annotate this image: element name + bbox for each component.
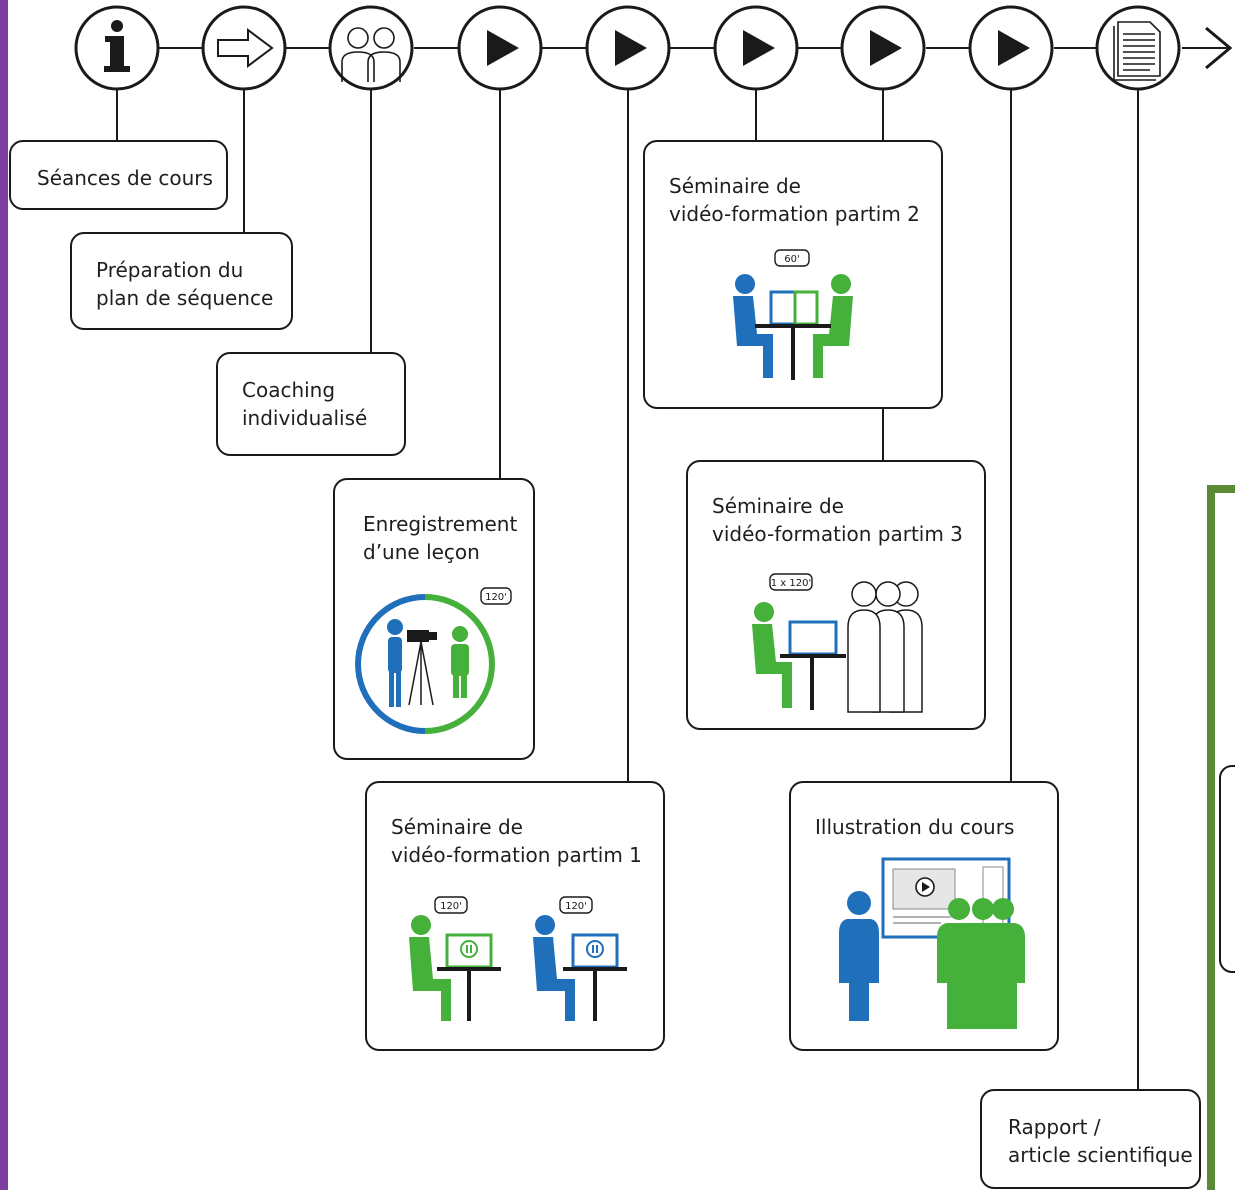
duration-badge — [769, 573, 813, 591]
arrow-right-icon — [217, 28, 274, 68]
step-label: Illustration du cours — [815, 815, 1015, 839]
pair-review-illustration: 60' — [733, 249, 853, 380]
blue-teacher-figure — [839, 891, 879, 1021]
table-leg — [810, 658, 814, 710]
offscreen-box-edge — [1219, 765, 1235, 973]
duration-label: 60' — [784, 254, 799, 265]
step-label-line2: article scientifique — [1008, 1143, 1193, 1167]
left-accent-bar — [0, 0, 8, 1190]
individual-review-illustration: 120' 120' — [409, 896, 627, 1021]
play-icon — [998, 30, 1030, 66]
green-peer-figure — [813, 274, 853, 378]
duration-badge — [434, 896, 468, 914]
step-illustration-du-cours: Illustration du cours — [789, 781, 1059, 1051]
duration-badge — [774, 249, 810, 267]
duration-badge — [480, 587, 512, 605]
duration-label: 120' — [565, 901, 587, 912]
step-label-line1: Séminaire de — [669, 174, 801, 198]
table-leg — [791, 328, 795, 380]
step-label-line1: Séminaire de — [712, 494, 844, 518]
timeline-arrowhead — [1205, 26, 1233, 70]
step-label-line2: vidéo-formation partim 1 — [391, 843, 642, 867]
step-seminaire-partim1: Séminaire de vidéo-formation partim 1 12… — [365, 781, 665, 1051]
step-label-line2: vidéo-formation partim 2 — [669, 202, 920, 226]
class-illustration — [839, 857, 1025, 1029]
step-label-line1: Préparation du — [96, 258, 244, 282]
audience-outline-group — [847, 581, 923, 713]
duration-label: 120' — [485, 592, 507, 603]
step-enregistrement: Enregistrement d’une leçon 120' — [333, 478, 535, 760]
play-icon — [743, 30, 775, 66]
step-preparation: Préparation du plan de séquence — [70, 232, 293, 330]
cycle-arc-blue — [355, 594, 426, 734]
blue-learner-at-laptop — [533, 915, 627, 1021]
play-icons — [487, 30, 1030, 66]
green-frame — [1207, 485, 1235, 1190]
step-label-line2: vidéo-formation partim 3 — [712, 522, 963, 546]
recording-illustration: 120' — [355, 587, 512, 734]
duration-label: 120' — [440, 901, 462, 912]
step-coaching: Coaching individualisé — [216, 352, 406, 456]
cycle-arc-green — [424, 594, 495, 734]
document-icon — [1113, 21, 1161, 81]
step-rapport: Rapport / article scientifique — [980, 1089, 1201, 1189]
people-outline-icon — [341, 27, 401, 82]
laptop-screen — [788, 620, 838, 656]
step-label-line2: d’une leçon — [363, 540, 480, 564]
step-label-line1: Séminaire de — [391, 815, 523, 839]
duration-badge — [559, 896, 593, 914]
green-presenter-figure — [752, 602, 792, 708]
table-top — [755, 324, 831, 328]
play-icon — [487, 30, 519, 66]
step-seminaire-partim3: Séminaire de vidéo-formation partim 3 1 … — [686, 460, 986, 730]
step-label-line1: Coaching — [242, 378, 336, 402]
play-icon — [615, 30, 647, 66]
step-label-line2: individualisé — [242, 406, 368, 430]
play-icon — [870, 30, 902, 66]
camera-operator-figure — [387, 619, 403, 707]
step-label-line1: Enregistrement — [363, 512, 518, 536]
timeline-node-arrow — [201, 5, 287, 91]
camera-icon — [407, 630, 437, 706]
screen-text-lines — [893, 916, 951, 924]
duration-label: 1 x 120' — [771, 578, 811, 589]
teacher-figure — [451, 626, 469, 698]
blue-peer-figure — [733, 274, 773, 378]
step-label: Séances de cours — [37, 166, 213, 190]
step-label-line1: Rapport / — [1008, 1115, 1101, 1139]
green-students-group — [937, 898, 1025, 1029]
group-review-illustration: 1 x 120' — [752, 573, 923, 713]
step-seances-de-cours: Séances de cours — [9, 140, 228, 210]
step-seminaire-partim2: Séminaire de vidéo-formation partim 2 60… — [643, 140, 943, 409]
green-learner-at-laptop — [409, 915, 501, 1021]
timeline-node-people — [328, 5, 414, 91]
info-icon — [104, 20, 130, 72]
step-label-line2: plan de séquence — [96, 286, 274, 310]
table-top — [780, 654, 846, 658]
